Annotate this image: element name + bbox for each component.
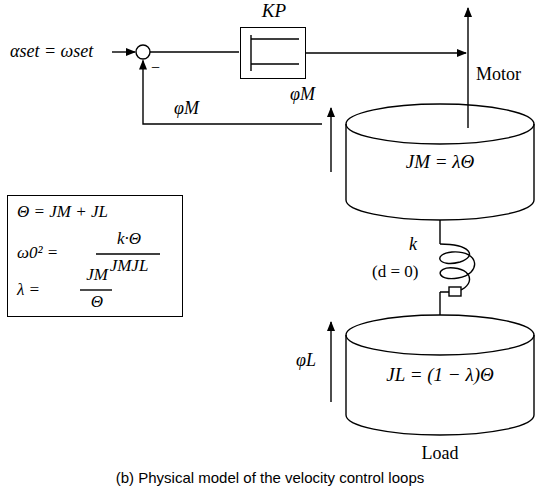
cylinder-top bbox=[346, 315, 534, 355]
input-line bbox=[112, 51, 135, 52]
formula-text: JM bbox=[86, 265, 108, 285]
cylinder-top bbox=[346, 104, 534, 144]
formula-text: λ = bbox=[17, 280, 40, 300]
signal-connector bbox=[439, 220, 440, 315]
load-inertia: JL = (1 − λ)ΘLoad bbox=[346, 315, 534, 435]
signal-label: φL bbox=[296, 350, 316, 370]
torque-arrow bbox=[467, 8, 468, 128]
limiter-curve bbox=[251, 35, 299, 71]
figure-caption: (b) Physical model of the velocity contr… bbox=[116, 468, 424, 488]
formula-text: JMJL bbox=[110, 256, 149, 276]
spring-coil bbox=[440, 244, 475, 292]
sign-label: − bbox=[151, 58, 160, 78]
cylinder-body bbox=[346, 335, 534, 435]
gain-block: KP bbox=[240, 27, 306, 79]
summing-junction bbox=[136, 45, 150, 59]
formula-text: JM = λΘ bbox=[406, 152, 475, 172]
stiffness-label: k bbox=[409, 234, 417, 254]
signal-label: φM bbox=[290, 84, 315, 104]
cylinder-body bbox=[346, 124, 534, 220]
damper-symbol bbox=[449, 287, 461, 296]
motor-inertia: JM = λΘ bbox=[346, 104, 534, 220]
formula-text: Load bbox=[422, 443, 459, 463]
formula-text: Θ = JM + JL bbox=[17, 202, 108, 222]
formula-text: ω0² = bbox=[17, 243, 58, 263]
signal-connector bbox=[306, 52, 466, 53]
gain-label: KP bbox=[262, 1, 286, 21]
feedback-line bbox=[143, 61, 322, 125]
angle-arrow bbox=[330, 322, 331, 402]
signal-label: φ̇M bbox=[174, 98, 199, 118]
angle-arrow bbox=[330, 108, 331, 172]
formula-text: Θ bbox=[91, 292, 103, 312]
formula-text: k·Θ bbox=[117, 229, 141, 249]
error-line bbox=[150, 51, 239, 52]
damping-label: (d = 0) bbox=[372, 262, 418, 282]
part-label: Motor bbox=[476, 64, 521, 84]
fraction-bar bbox=[80, 289, 112, 290]
formula-box: Θ = JM + JL ω0² = k·Θ JMJL λ = JM Θ bbox=[7, 195, 183, 317]
fraction-bar bbox=[96, 253, 160, 254]
formula-text: JL = (1 − λ)Θ bbox=[386, 365, 493, 385]
setpoint-label: αset = ωset bbox=[10, 41, 93, 61]
